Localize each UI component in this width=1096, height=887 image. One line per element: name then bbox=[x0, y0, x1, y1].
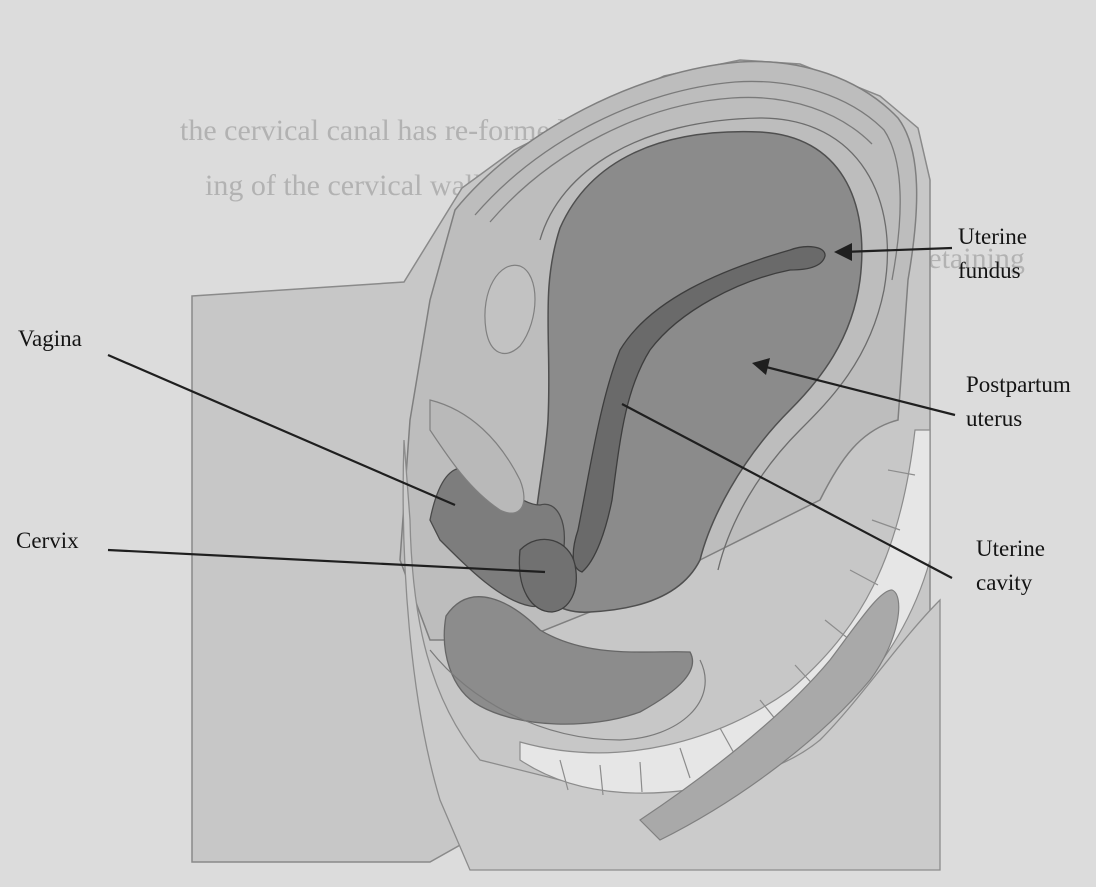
label-uterine-cavity: Uterine cavity bbox=[976, 532, 1086, 600]
label-uterine-fundus: Uterine fundus bbox=[958, 220, 1088, 288]
label-uterine-fundus-line-2: fundus bbox=[958, 254, 1088, 288]
label-uterine-fundus-line-1: Uterine bbox=[958, 220, 1088, 254]
label-postpartum-uterus-line-2: uterus bbox=[966, 402, 1096, 436]
label-uterine-cavity-line-2: cavity bbox=[976, 566, 1086, 600]
label-postpartum-uterus: Postpartum uterus bbox=[966, 368, 1096, 436]
label-uterine-cavity-line-1: Uterine bbox=[976, 532, 1086, 566]
label-vagina: Vagina bbox=[18, 322, 82, 356]
label-postpartum-uterus-line-1: Postpartum bbox=[966, 368, 1096, 402]
label-cervix: Cervix bbox=[16, 524, 79, 558]
